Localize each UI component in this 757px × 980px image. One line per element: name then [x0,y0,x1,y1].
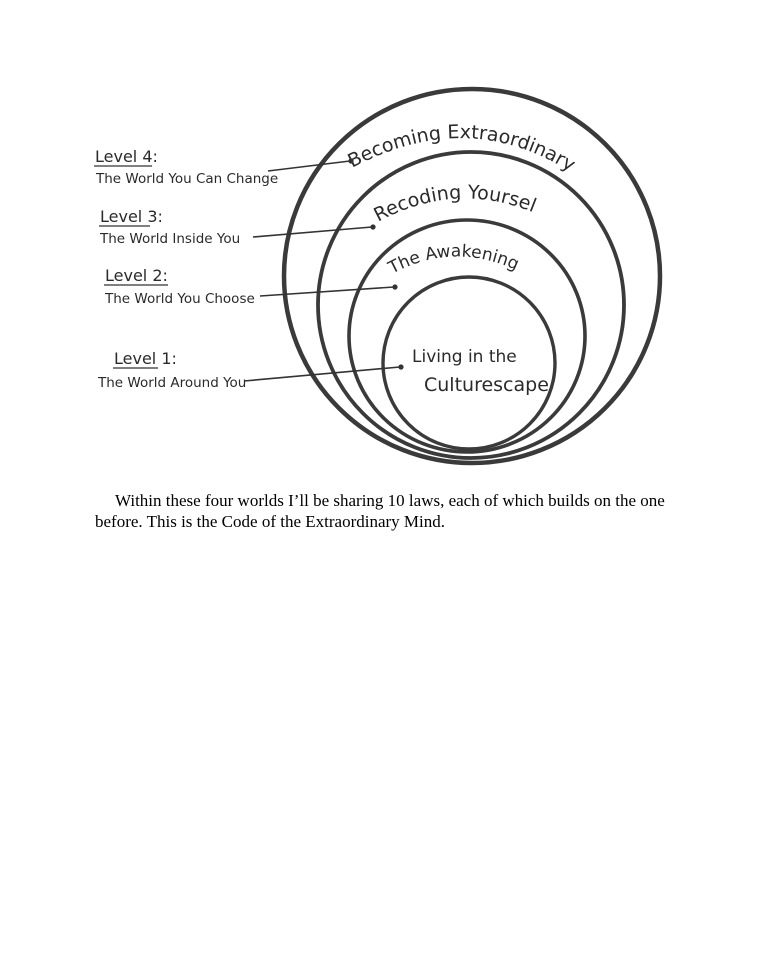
level-4-leader-line [267,160,351,172]
ring-level-1 [381,275,557,451]
level-2-leader-dot [392,284,398,290]
level-1-leader-line [243,366,401,382]
ring-level-4 [281,86,663,466]
level-2-leader-line [259,286,395,297]
level-3-leader-line [252,226,373,238]
ring-label-level-1-line-1: Living in the [412,347,517,367]
level-2-heading: Level 2: [105,266,168,285]
ring-level-3 [316,150,626,460]
ring-label-level-4: Becoming Extraordinary [344,121,579,176]
level-4-world: The World You Can Change [95,171,278,187]
level-2-world: The World You Choose [104,291,255,307]
level-3-leader-dot [370,224,376,230]
level-3-world: The World Inside You [99,231,240,247]
level-1-leader-dot [398,364,404,370]
level-3-heading: Level 3: [100,207,163,226]
level-4-leader-dot [348,158,354,164]
ring-label-level-1-line-2: Culturescape [424,374,549,396]
four-worlds-diagram: Becoming Extraordinary Recoding Yourself… [0,0,663,466]
ring-level-2 [347,218,587,454]
level-4-heading: Level 4: [95,147,158,166]
ring-label-level-2: The Awakening [384,241,521,278]
body-paragraph: Within these four worlds I’ll be sharing… [95,491,665,531]
level-1-heading: Level 1: [114,349,177,368]
level-1-world: The World Around You [97,375,246,391]
ring-label-level-3: Recoding Yourself [0,0,539,226]
